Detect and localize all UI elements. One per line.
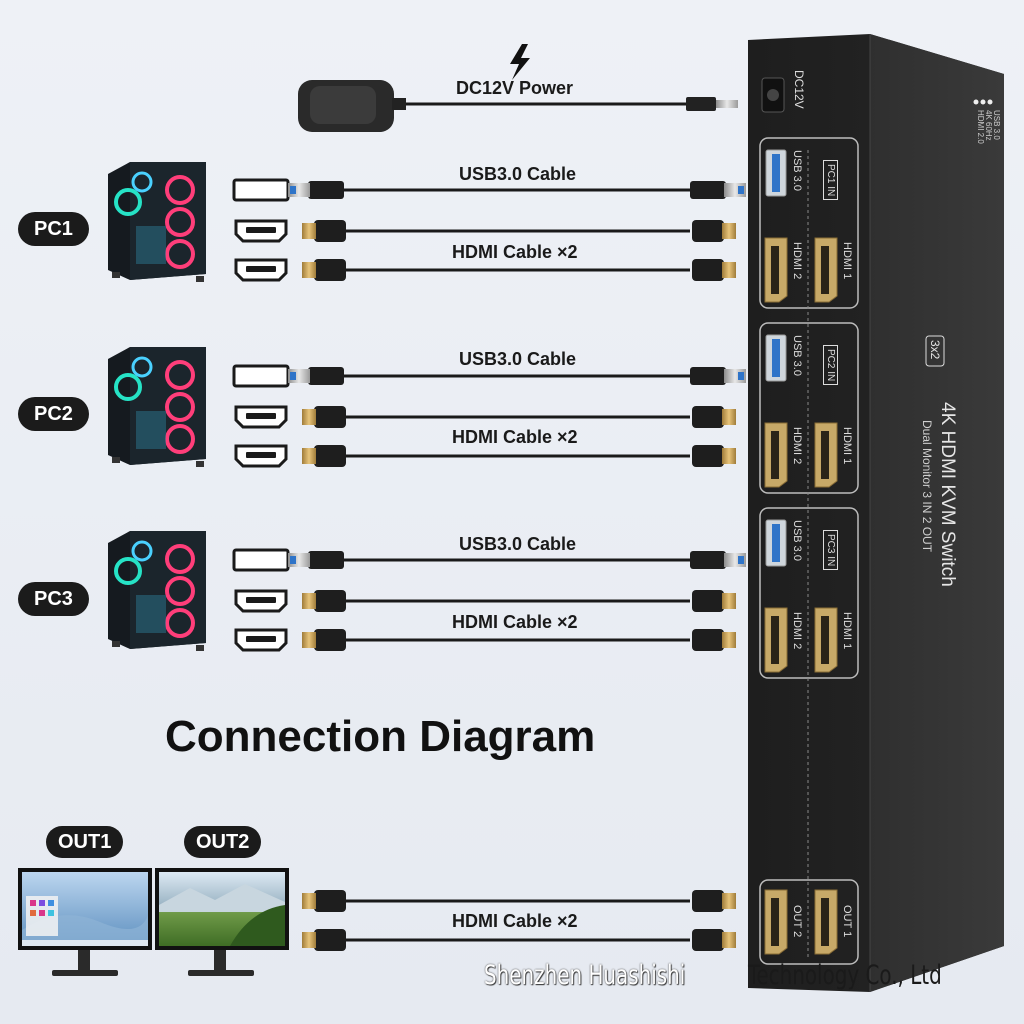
pc2-hdmi2-port-icon (234, 444, 288, 468)
pc3-hdmi-cable-1 (302, 590, 736, 612)
pc3-usb-cable (288, 551, 746, 569)
pc-tower-1 (108, 162, 206, 282)
model-badge: 3x2 (928, 340, 942, 360)
status-leds (973, 99, 993, 105)
pc1-hdmi1-label: HDMI 1 (841, 242, 853, 280)
pc3-in-label: PC3 IN (823, 530, 838, 571)
power-adapter (298, 80, 738, 132)
pc1-badge: PC1 (18, 212, 89, 246)
device-pc3-hdmi1-port (814, 607, 838, 673)
out2-port-label: OUT 2 (791, 905, 803, 938)
pc1-in-label: PC1 IN (823, 160, 838, 201)
pc2-usb-port-icon (232, 364, 290, 388)
pc3-usb-port-label: USB 3.0 (791, 520, 803, 561)
footer-company-left: Shenzhen Huashishi (484, 960, 686, 991)
device-pc3-hdmi2-port (764, 607, 788, 673)
pc3-badge: PC3 (18, 582, 89, 616)
pc2-hdmi-cable-1 (302, 406, 736, 428)
product-subtitle: Dual Monitor 3 IN 2 OUT (920, 420, 934, 553)
out1-hdmi-cable (302, 890, 736, 912)
pc2-usb-port-label: USB 3.0 (791, 335, 803, 376)
dc-port-label: DC12V (792, 70, 806, 109)
pc1-hdmi2-port-icon (234, 258, 288, 282)
lightning-icon (510, 44, 530, 80)
out1-badge: OUT1 (46, 826, 124, 858)
pc-tower-2 (108, 347, 206, 467)
device-out2-port (764, 889, 788, 955)
out2-badge: OUT2 (184, 826, 262, 858)
device-pc1-usb-port (765, 149, 787, 197)
out2-hdmi-cable (302, 929, 736, 951)
pc1-usb-cable (288, 181, 746, 199)
pc1-usb-port-icon (232, 178, 290, 202)
pc1-hdmi1-port-icon (234, 219, 288, 243)
pc2-hdmi2-label: HDMI 2 (791, 427, 803, 465)
pc1-usb-port-label: USB 3.0 (791, 150, 803, 191)
pc2-hdmi-cable-label: HDMI Cable ×2 (452, 427, 578, 447)
out1-port-label: OUT 1 (841, 905, 853, 938)
pc2-badge: PC2 (18, 397, 89, 431)
pc1-hdmi-cable-1 (302, 220, 736, 242)
pc-tower-3 (108, 531, 206, 651)
device-pc3-usb-port (765, 519, 787, 567)
device-pc2-usb-port (765, 334, 787, 382)
power-label: DC12V Power (456, 78, 574, 98)
model-badge-frame (925, 335, 945, 367)
pc1-hdmi-cable-2 (302, 259, 736, 281)
pc2-in-label: PC2 IN (823, 345, 838, 386)
pc2-usb-cable (288, 367, 746, 385)
footer-company-right: Technology Co., Ltd (748, 960, 942, 991)
device-pc2-hdmi2-port (764, 422, 788, 488)
device-pc1-hdmi1-port (814, 237, 838, 303)
pc3-hdmi1-port-icon (234, 589, 288, 613)
pc3-hdmi2-port-icon (234, 628, 288, 652)
pc2-hdmi-cable-2 (302, 445, 736, 467)
pc3-hdmi-cable-2 (302, 629, 736, 651)
monitor-1 (18, 868, 152, 976)
product-name: 4K HDMI KVM Switch (937, 402, 958, 587)
pc3-hdmi2-label: HDMI 2 (791, 612, 803, 650)
diagram-title: Connection Diagram (165, 712, 596, 761)
pc1-usb-cable-label: USB3.0 Cable (459, 164, 577, 184)
output-hdmi-cable-label: HDMI Cable ×2 (452, 911, 578, 931)
kvm-switch-device (748, 34, 1004, 992)
pc1-hdmi2-label: HDMI 2 (791, 242, 803, 280)
pc3-usb-cable-label: USB3.0 Cable (459, 534, 577, 554)
pc3-hdmi-cable-label: HDMI Cable ×2 (452, 612, 578, 632)
device-port-group (764, 149, 838, 955)
pc3-usb-port-icon (232, 548, 290, 572)
pc1-hdmi-cable-label: HDMI Cable ×2 (452, 242, 578, 262)
pc2-usb-cable-label: USB3.0 Cable (459, 349, 577, 369)
device-pc1-hdmi2-port (764, 237, 788, 303)
feature-3: USB 3.0 (992, 110, 1001, 140)
pc3-hdmi1-label: HDMI 1 (841, 612, 853, 650)
cable-group (232, 178, 746, 951)
device-out1-port (814, 889, 838, 955)
pc2-hdmi1-label: HDMI 1 (841, 427, 853, 465)
device-pc2-hdmi1-port (814, 422, 838, 488)
pc2-hdmi1-port-icon (234, 405, 288, 429)
monitor-2 (155, 868, 289, 976)
